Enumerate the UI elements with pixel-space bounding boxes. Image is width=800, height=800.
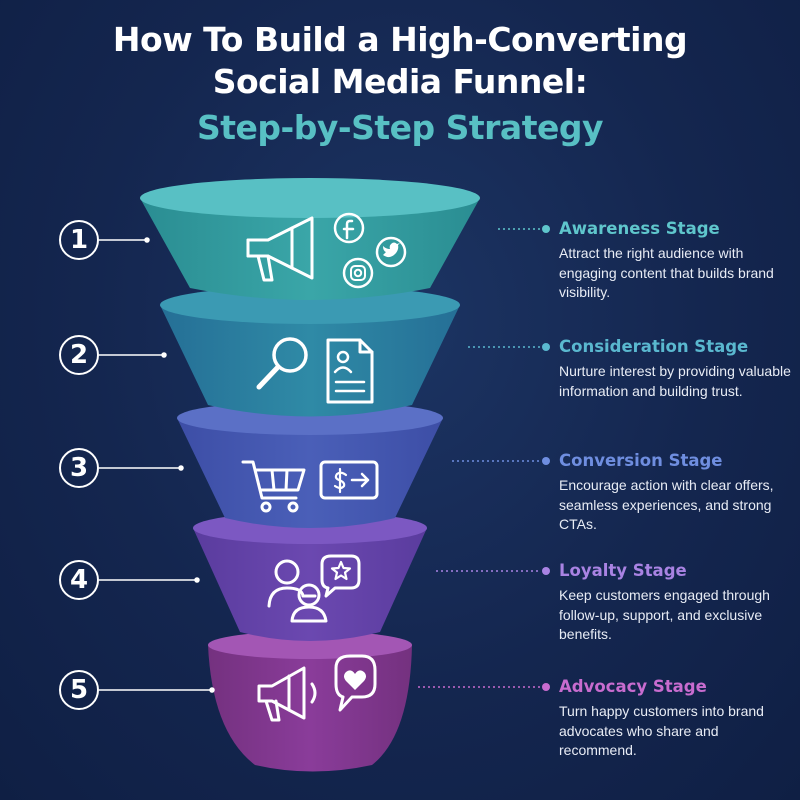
title-line-3: Step-by-Step Strategy (197, 108, 603, 147)
stage-description-2: Consideration Stage Nurture interest by … (559, 337, 794, 401)
title-line-1: How To Build a High-Converting (112, 20, 688, 59)
document-profile-icon (326, 338, 374, 404)
stage-number-4: 4 (59, 560, 99, 600)
stage-title: Awareness Stage (559, 219, 720, 238)
stage-text: Turn happy customers into brand advocate… (559, 703, 764, 758)
stage-number-3: 3 (59, 448, 99, 488)
stage-number-2: 2 (59, 335, 99, 375)
star-bubble-icon (320, 554, 361, 598)
funnel-segment-1 (140, 178, 480, 300)
stage-text: Encourage action with clear offers, seam… (559, 477, 774, 532)
payment-arrow-icon (319, 460, 379, 500)
funnel-segment-2 (160, 286, 460, 417)
stage-title: Advocacy Stage (559, 677, 707, 696)
stage-title: Consideration Stage (559, 337, 749, 356)
left-connectors (99, 237, 215, 693)
stage-text: Nurture interest by providing valuable i… (559, 363, 791, 399)
heart-bubble-icon (334, 654, 377, 712)
twitter-icon (375, 236, 407, 268)
facebook-icon (333, 212, 365, 244)
stage-title: Loyalty Stage (559, 561, 687, 580)
stage-number-5: 5 (59, 670, 99, 710)
megaphone-icon (246, 216, 314, 282)
stage-title: Conversion Stage (559, 451, 723, 470)
funnel-segment-3 (177, 401, 443, 528)
stage-description-1: Awareness Stage Attract the right audien… (559, 219, 794, 303)
shopping-cart-icon (241, 460, 306, 513)
instagram-icon (342, 257, 374, 289)
stage-number-1: 1 (59, 220, 99, 260)
right-connectors (418, 225, 550, 691)
title-line-2: Social Media Funnel: (212, 62, 588, 101)
megaphone-icon (257, 666, 317, 722)
users-icon (267, 559, 328, 623)
stage-description-3: Conversion Stage Encourage action with c… (559, 451, 794, 535)
stage-description-4: Loyalty Stage Keep customers engaged thr… (559, 561, 794, 645)
magnifier-icon (256, 337, 308, 390)
funnel-segment-5 (208, 631, 412, 772)
stage-text: Attract the right audience with engaging… (559, 245, 774, 300)
stage-description-5: Advocacy Stage Turn happy customers into… (559, 677, 794, 761)
stage-text: Keep customers engaged through follow-up… (559, 587, 770, 642)
